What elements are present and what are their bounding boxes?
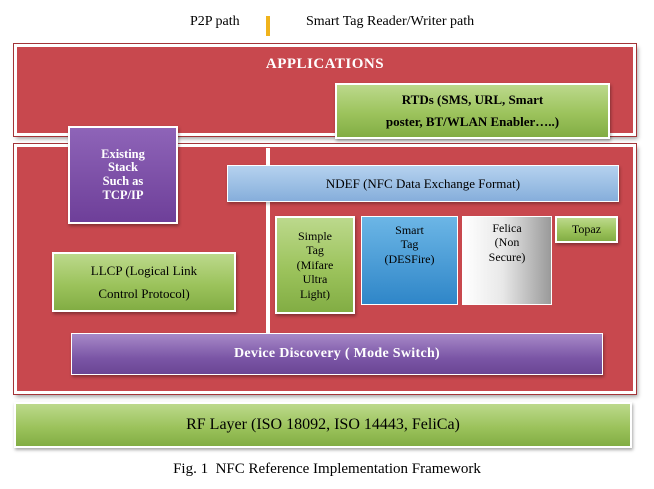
ndef-box: NDEF (NFC Data Exchange Format) [227,165,619,202]
device-discovery-box: Device Discovery ( Mode Switch) [71,333,603,375]
felica-box: Felica (Non Secure) [462,216,552,305]
smart-tag-box: Smart Tag (DESFire) [361,216,458,305]
rtds-box: RTDs (SMS, URL, Smart poster, BT/WLAN En… [335,83,610,139]
applications-title: APPLICATIONS [265,56,385,72]
topaz-box: Topaz [555,216,618,243]
rf-layer-box: RF Layer (ISO 18092, ISO 14443, FeliCa) [14,402,632,448]
llcp-box: LLCP (Logical Link Control Protocol) [52,252,236,312]
path-marker [266,16,270,36]
p2p-path-label: P2P path [190,14,240,29]
reader-writer-path-label: Smart Tag Reader/Writer path [306,14,475,29]
path-divider [266,148,270,334]
simple-tag-box: Simple Tag (Mifare Ultra Light) [275,216,355,314]
existing-stack-box: Existing Stack Such as TCP/IP [68,126,178,224]
figure-caption: Fig. 1 NFC Reference Implementation Fram… [173,461,481,477]
